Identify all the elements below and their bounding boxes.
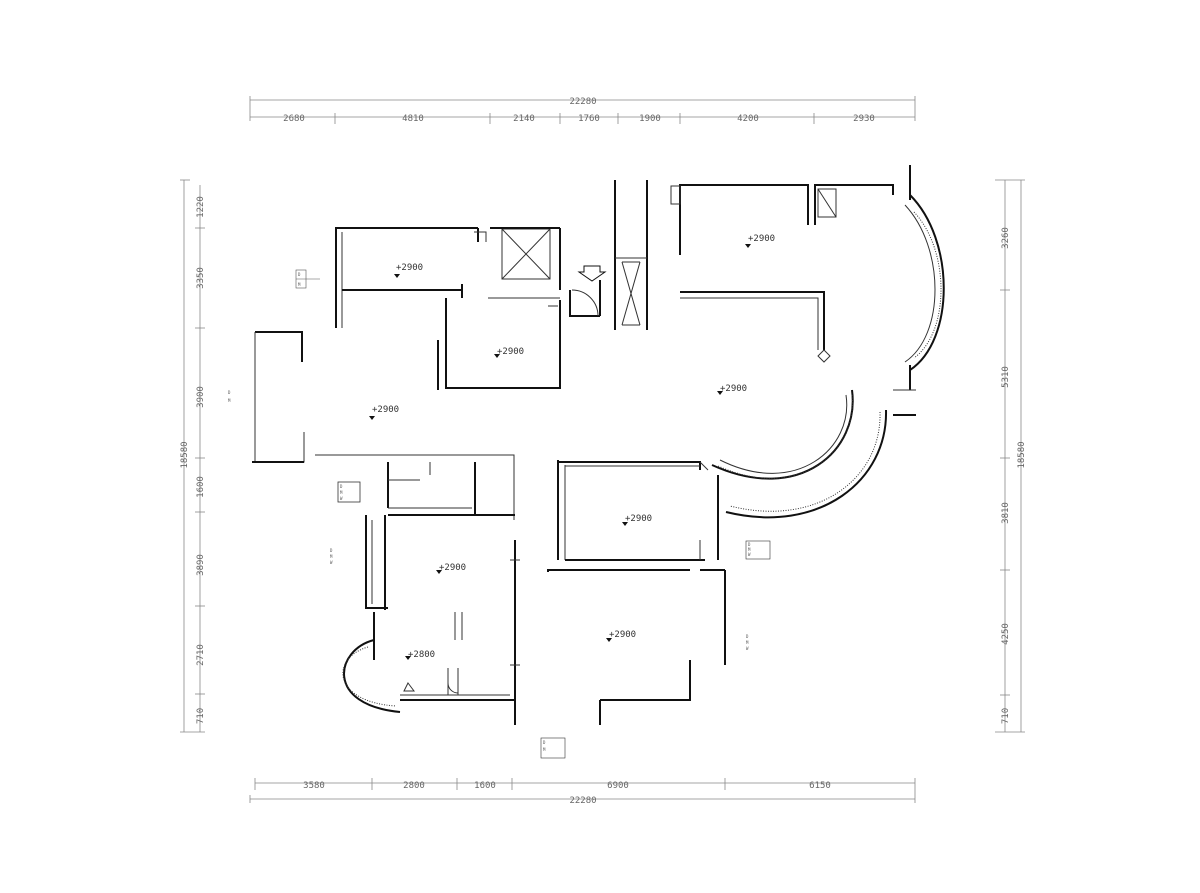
svg-text:M: M: [543, 747, 546, 752]
right-dimension: 5310: [1001, 366, 1011, 388]
room-tags: D M D M D M W D M W D M W D M W: [228, 269, 771, 759]
left-dimension: 1220: [196, 196, 206, 218]
svg-text:D: D: [298, 272, 301, 277]
level-marker: +2900: [394, 263, 423, 278]
bottom-dimension-chain: 3580 2800 1600 6900 6150 22280: [249, 778, 916, 806]
entrance-arrow-icon: [577, 265, 607, 282]
svg-text:+2900: +2900: [497, 347, 524, 357]
room-tag: D M W: [330, 548, 333, 565]
svg-text:D: D: [748, 542, 751, 547]
svg-text:D: D: [340, 484, 343, 489]
svg-text:M: M: [340, 490, 343, 495]
svg-text:M: M: [298, 282, 301, 287]
top-dimension: 4810: [402, 114, 424, 124]
room-tag: D M W: [745, 540, 771, 560]
top-dimension: 2140: [513, 114, 535, 124]
bottom-total-dimension: 22280: [569, 796, 596, 806]
level-marker: +2900: [717, 384, 747, 395]
top-dimension: 1900: [639, 114, 661, 124]
svg-text:M: M: [748, 547, 751, 552]
level-marker: +2900: [745, 234, 775, 248]
svg-text:+2900: +2900: [396, 263, 423, 273]
level-marker: +2900: [436, 563, 466, 574]
right-dimension: 710: [1001, 708, 1011, 724]
left-total-dimension: 18580: [180, 441, 190, 468]
bottom-dimension: 6900: [607, 781, 629, 791]
top-dimension: 2930: [853, 114, 875, 124]
top-dimension-chain: 22280 2680 4810 2140 1760 1900 4200 2930: [249, 96, 916, 124]
svg-text:+2900: +2900: [439, 563, 466, 573]
bottom-dimension: 3580: [303, 781, 325, 791]
svg-text:W: W: [330, 560, 333, 565]
room-tag: D M: [228, 390, 231, 403]
level-marker: +2900: [606, 630, 636, 642]
right-dimension: 3260: [1001, 227, 1011, 249]
left-dimension: 3890: [196, 554, 206, 576]
room-tag: D M: [295, 269, 320, 289]
svg-text:+2900: +2900: [609, 630, 636, 640]
left-dimension: 2710: [196, 644, 206, 666]
svg-text:+2900: +2900: [748, 234, 775, 244]
level-markers: +2900 +2900 +2900 +2900 +2900 +2900 +290…: [369, 234, 775, 660]
level-marker: +2900: [622, 514, 652, 526]
right-dimension-chain: 3260 5310 3810 4250 710 18580: [995, 179, 1027, 733]
level-marker: +2800: [405, 650, 435, 660]
right-total-dimension: 18580: [1017, 441, 1027, 468]
svg-text:D: D: [746, 634, 749, 639]
svg-text:W: W: [746, 646, 749, 651]
svg-text:D: D: [330, 548, 333, 553]
svg-text:M: M: [746, 640, 749, 645]
left-dimension-chain: 1220 3350 3900 1600 3890 2710 710 18580: [180, 179, 206, 733]
level-marker: +2900: [494, 347, 524, 358]
left-dimension: 710: [196, 708, 206, 724]
room-tag: D M: [540, 737, 566, 759]
walls: [252, 165, 945, 725]
top-dimension: 4200: [737, 114, 759, 124]
right-dimension: 4250: [1001, 623, 1011, 645]
bottom-dimension: 6150: [809, 781, 831, 791]
left-dimension: 3350: [196, 267, 206, 289]
left-dimension: 1600: [196, 476, 206, 498]
svg-text:M: M: [228, 398, 231, 403]
top-dimension: 1760: [578, 114, 600, 124]
room-tag: D M W: [746, 634, 749, 651]
left-dimension: 3900: [196, 386, 206, 408]
svg-text:+2900: +2900: [720, 384, 747, 394]
top-total-dimension: 22280: [569, 97, 596, 107]
bottom-dimension: 2800: [403, 781, 425, 791]
room-tag: D M W: [337, 481, 361, 503]
svg-text:+2900: +2900: [625, 514, 652, 524]
svg-text:+2800: +2800: [408, 650, 435, 660]
level-marker: +2900: [369, 405, 399, 420]
svg-text:D: D: [543, 740, 546, 745]
svg-text:M: M: [330, 554, 333, 559]
svg-text:D: D: [228, 390, 231, 395]
svg-text:W: W: [340, 496, 343, 501]
bottom-dimension: 1600: [474, 781, 496, 791]
top-dimension: 2680: [283, 114, 305, 124]
svg-text:W: W: [748, 552, 751, 557]
svg-text:+2900: +2900: [372, 405, 399, 415]
right-dimension: 3810: [1001, 502, 1011, 524]
